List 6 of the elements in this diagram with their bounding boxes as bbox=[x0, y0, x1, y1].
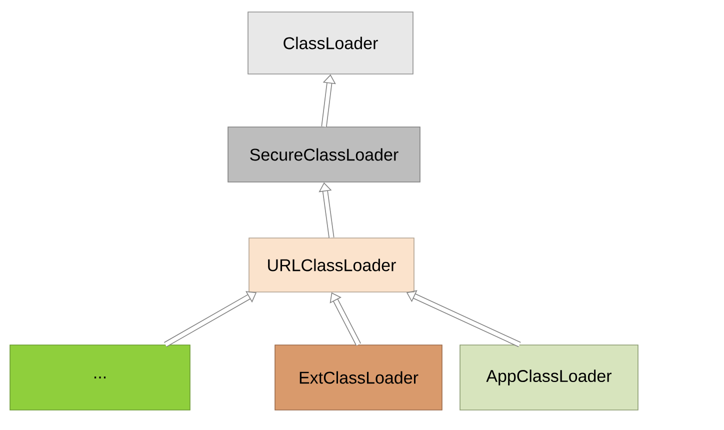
class-box: AppClassLoader bbox=[460, 344, 638, 410]
class-box: URLClassLoader bbox=[248, 238, 414, 292]
class-box: ... bbox=[10, 344, 190, 410]
class-box: ClassLoader bbox=[248, 12, 414, 74]
class-box: ExtClassLoader bbox=[274, 344, 442, 410]
class-box: SecureClassLoader bbox=[228, 126, 420, 182]
